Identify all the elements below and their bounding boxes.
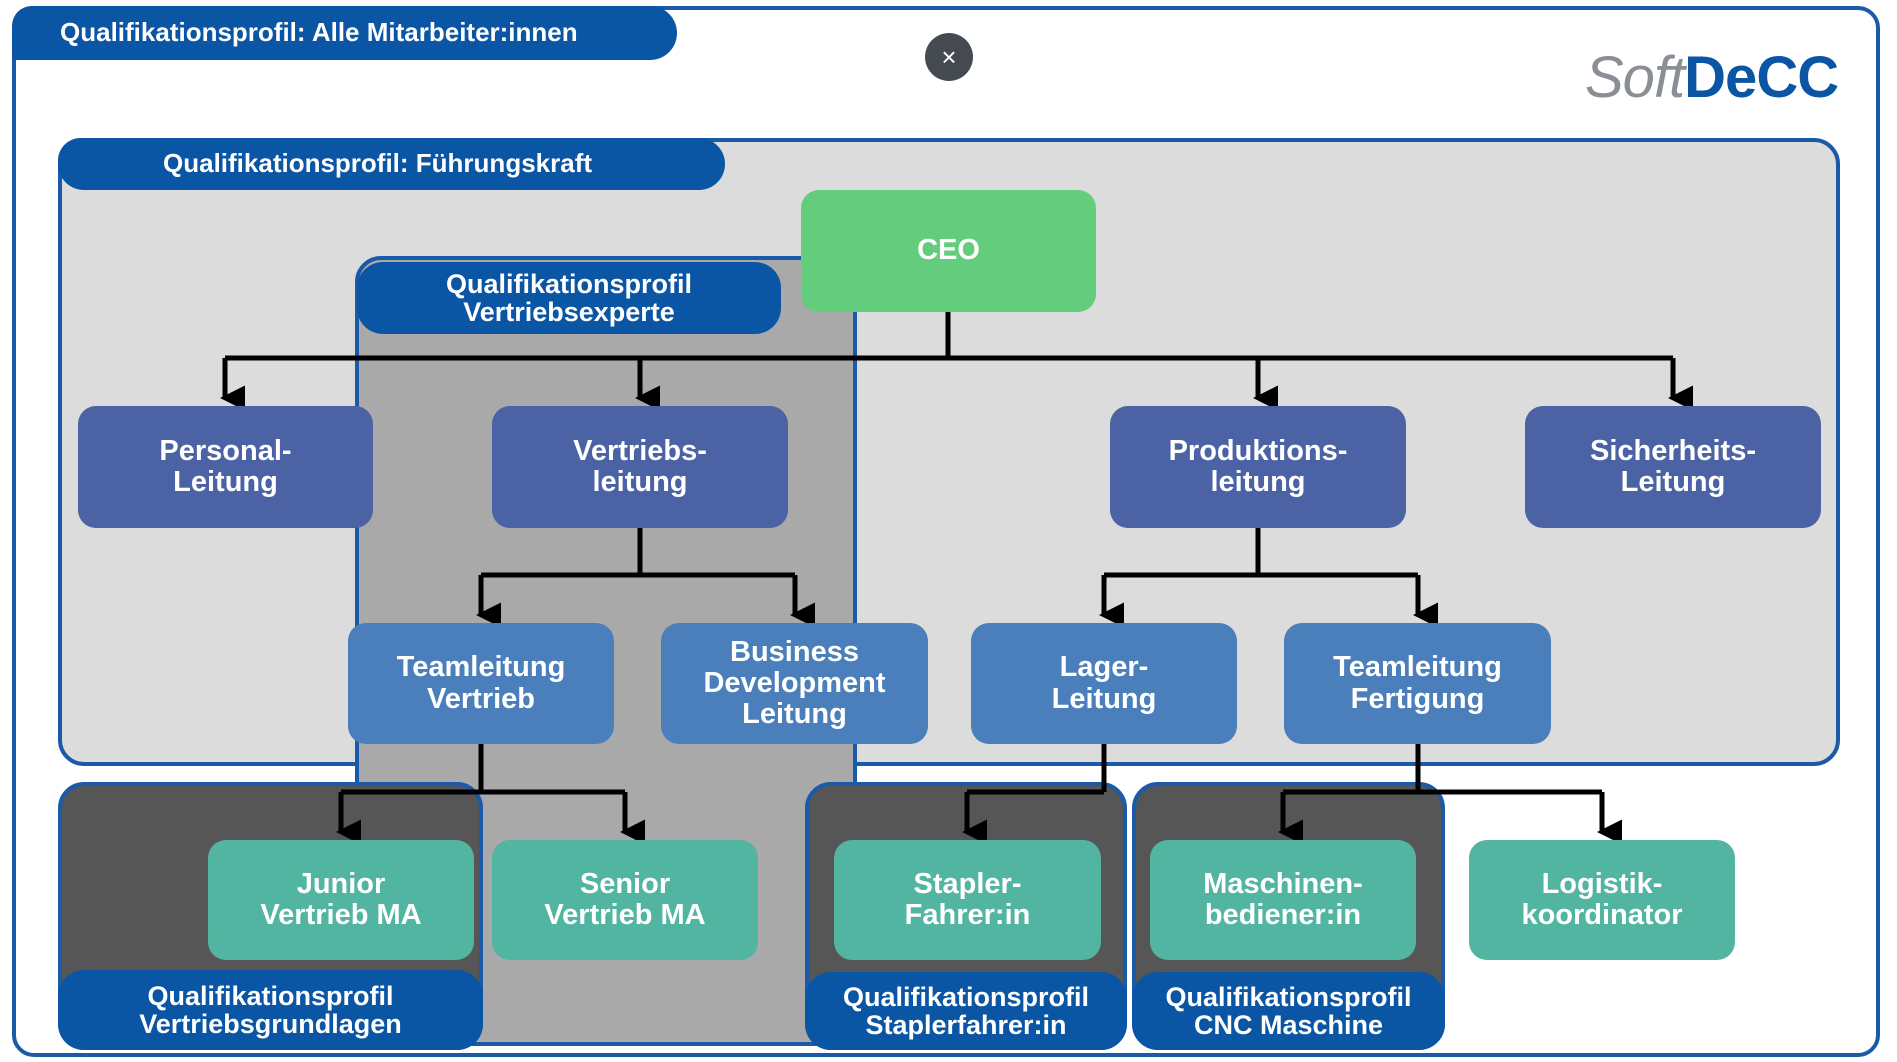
close-icon: × — [941, 41, 957, 72]
node-label-line: Leitung — [173, 466, 278, 498]
node-label-line: Leitung — [1051, 682, 1157, 715]
node-label-line: Vertrieb MA — [544, 899, 706, 931]
node-maschinenbediener[interactable]: Maschinen- bediener:in — [1150, 840, 1416, 960]
node-junior-vertrieb-ma[interactable]: Junior Vertrieb MA — [208, 840, 474, 960]
node-ceo[interactable]: CEO — [801, 190, 1096, 312]
node-label-line: Lager- — [1059, 651, 1149, 684]
profile-vertriebsexperte-line2: Vertriebsexperte — [463, 297, 675, 327]
profile-staplerfahrer-line1: Qualifikationsprofil — [842, 981, 1090, 1012]
node-label-line: Logistik- — [1541, 867, 1663, 900]
tab-cnc: Qualifikationsprofil CNC Maschine — [1132, 972, 1445, 1050]
node-label-line: Fertigung — [1350, 682, 1485, 715]
node-label-line: Senior — [579, 867, 671, 900]
node-label-line: Fahrer:in — [904, 899, 1031, 931]
node-label-line: leitung — [1210, 466, 1306, 498]
node-label-line: leitung — [592, 466, 688, 498]
node-label-line: Business — [730, 635, 859, 668]
tab-staplerfahrer: Qualifikationsprofil Staplerfahrer:in — [805, 972, 1127, 1050]
node-vertriebsleitung[interactable]: Vertriebs- leitung — [492, 406, 788, 528]
node-label-line: Development — [703, 666, 886, 699]
node-ceo-label: CEO — [917, 234, 980, 267]
softdecc-logo: SoftDeCC — [1585, 44, 1839, 111]
node-teamleitung-vertrieb[interactable]: Teamleitung Vertrieb — [348, 623, 614, 744]
node-personal-leitung[interactable]: Personal- Leitung — [78, 406, 373, 528]
node-teamleitung-fertigung[interactable]: Teamleitung Fertigung — [1284, 623, 1551, 744]
profile-fuehrungskraft-label: Qualifikationsprofil: Führungskraft — [163, 148, 593, 179]
logo-part-soft: Soft — [1585, 45, 1685, 110]
node-staplerfahrer[interactable]: Stapler- Fahrer:in — [834, 840, 1101, 960]
node-business-development-leitung[interactable]: Business Development Leitung — [661, 623, 928, 744]
profile-cnc-line1: Qualifikationsprofil — [1165, 981, 1412, 1012]
node-label-line: Stapler- — [913, 867, 1022, 900]
node-label-line: Leitung — [742, 698, 847, 731]
node-label-line: Leitung — [1620, 466, 1726, 498]
tab-vertriebsexperte: Qualifikationsprofil Vertriebsexperte — [357, 262, 781, 334]
node-label-line: koordinator — [1521, 899, 1683, 931]
node-label-line: Vertrieb — [427, 682, 535, 715]
tab-fuehrungskraft: Qualifikationsprofil: Führungskraft — [58, 138, 725, 190]
profile-staplerfahrer-line2: Staplerfahrer:in — [865, 1010, 1067, 1040]
node-label-line: bediener:in — [1204, 899, 1362, 931]
node-label-line: Sicherheits- — [1590, 434, 1756, 467]
node-lager-leitung[interactable]: Lager- Leitung — [971, 623, 1237, 744]
node-sicherheits-leitung[interactable]: Sicherheits- Leitung — [1525, 406, 1821, 528]
profile-vertriebsgrundlagen-line2: Vertriebsgrundlagen — [139, 1009, 402, 1039]
profile-vertriebsexperte-line1: Qualifikationsprofil — [445, 268, 693, 299]
node-label-line: Vertriebs- — [573, 434, 707, 467]
node-label-line: Teamleitung — [1333, 651, 1502, 684]
node-label-line: Personal- — [159, 434, 292, 467]
node-label-line: Produktions- — [1168, 434, 1348, 467]
node-label-line: Teamleitung — [396, 651, 566, 684]
node-label-line: Vertrieb MA — [260, 899, 422, 931]
frame-title: Qualifikationsprofil: Alle Mitarbeiter:i… — [60, 17, 578, 48]
close-button[interactable]: × — [925, 33, 973, 81]
node-senior-vertrieb-ma[interactable]: Senior Vertrieb MA — [492, 840, 758, 960]
tab-alle-mitarbeiter: Qualifikationsprofil: Alle Mitarbeiter:i… — [12, 6, 677, 60]
node-produktionsleitung[interactable]: Produktions- leitung — [1110, 406, 1406, 528]
profile-vertriebsgrundlagen-line1: Qualifikationsprofil — [147, 980, 394, 1011]
node-label-line: Maschinen- — [1203, 867, 1363, 900]
profile-cnc-line2: CNC Maschine — [1193, 1010, 1384, 1040]
logo-part-decc: DeCC — [1684, 45, 1839, 110]
tab-vertriebsgrundlagen: Qualifikationsprofil Vertriebsgrundlagen — [58, 970, 483, 1050]
node-label-line: Junior — [296, 867, 386, 900]
node-logistikkoordinator[interactable]: Logistik- koordinator — [1469, 840, 1735, 960]
